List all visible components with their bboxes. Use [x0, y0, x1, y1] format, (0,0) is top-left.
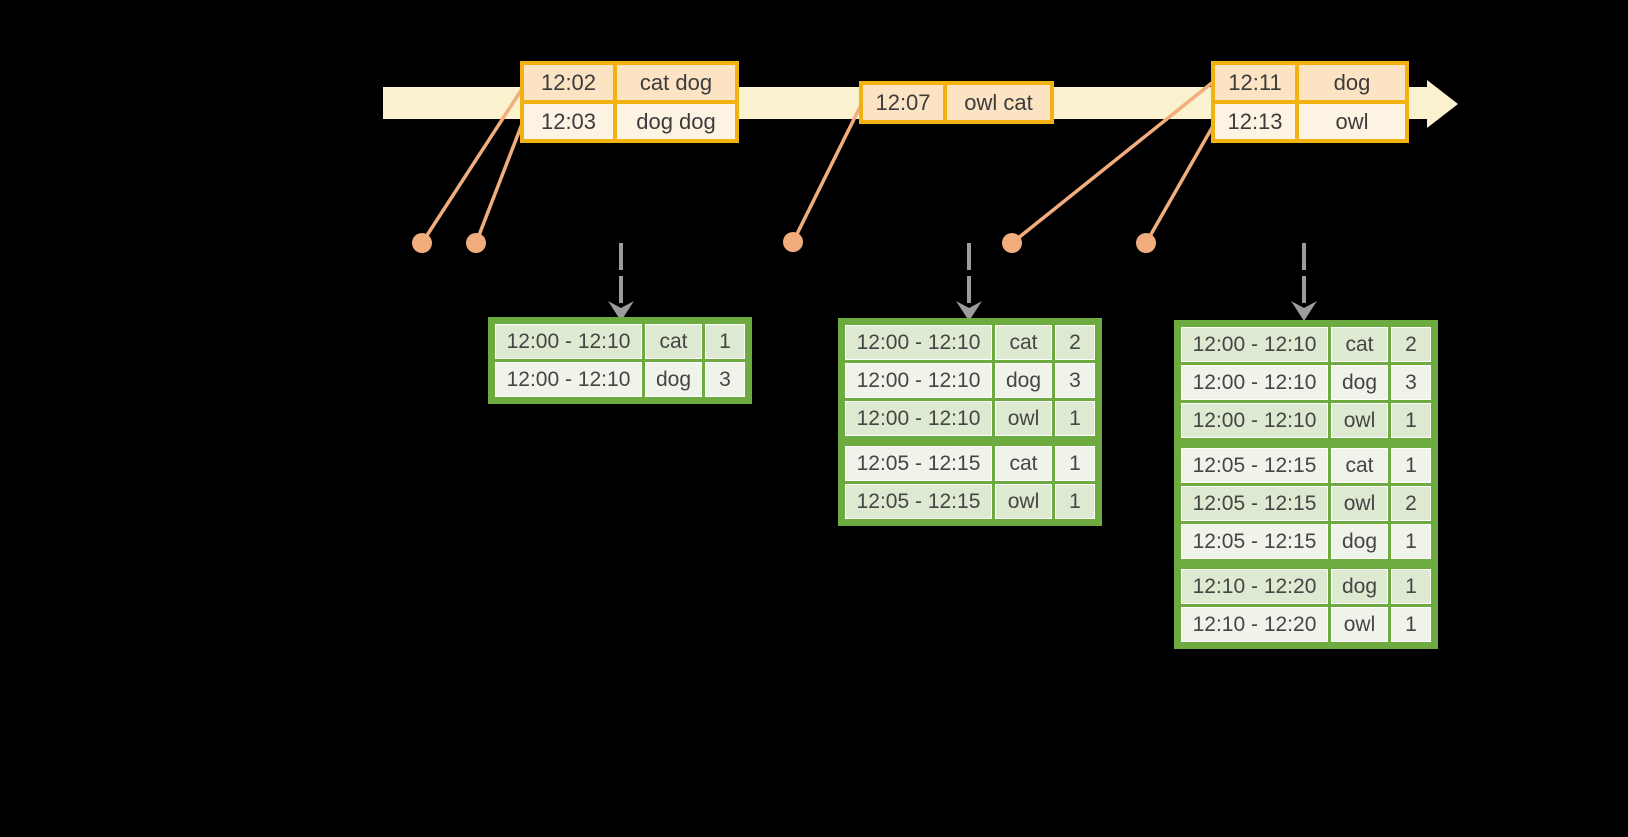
window-cell: 12:10 - 12:20	[1181, 607, 1328, 642]
window-cell: 12:00 - 12:10	[1181, 365, 1328, 400]
event-words-cell: owl cat	[943, 81, 1054, 124]
count-cell: 1	[705, 324, 745, 359]
count-cell: 1	[1391, 448, 1431, 483]
event-time-cell: 12:13	[1211, 100, 1299, 143]
word-cell: dog	[645, 362, 702, 397]
count-cell: 1	[1055, 446, 1095, 481]
window-cell: 12:00 - 12:10	[845, 401, 992, 436]
word-cell: dog	[1331, 365, 1388, 400]
event-time-cell: 12:07	[859, 81, 947, 124]
count-cell: 3	[705, 362, 745, 397]
word-cell: cat	[1331, 327, 1388, 362]
event-words-cell: cat dog	[613, 61, 739, 104]
count-cell: 1	[1391, 524, 1431, 559]
count-cell: 2	[1391, 486, 1431, 521]
window-cell: 12:05 - 12:15	[845, 484, 992, 519]
word-cell: dog	[1331, 524, 1388, 559]
word-cell: dog	[995, 363, 1052, 398]
count-cell: 3	[1055, 363, 1095, 398]
window-cell: 12:10 - 12:20	[1181, 569, 1328, 604]
window-cell: 12:00 - 12:10	[495, 324, 642, 359]
connector-line	[474, 123, 524, 244]
event-words-cell: owl	[1295, 100, 1409, 143]
word-cell: cat	[645, 324, 702, 359]
count-cell: 3	[1391, 365, 1431, 400]
trigger-arrows	[619, 243, 1306, 303]
event-dot	[1136, 233, 1156, 253]
event-words-cell: dog	[1295, 61, 1409, 104]
event-time-cell: 12:03	[520, 100, 617, 143]
connector-line	[791, 104, 863, 243]
word-cell: dog	[1331, 569, 1388, 604]
count-cell: 2	[1055, 325, 1095, 360]
word-cell: owl	[1331, 486, 1388, 521]
count-cell: 1	[1055, 401, 1095, 436]
window-cell: 12:00 - 12:10	[1181, 327, 1328, 362]
window-cell: 12:05 - 12:15	[1181, 448, 1328, 483]
window-cell: 12:00 - 12:10	[845, 325, 992, 360]
word-cell: cat	[995, 325, 1052, 360]
count-cell: 1	[1391, 403, 1431, 438]
event-dot	[466, 233, 486, 253]
count-cell: 1	[1391, 607, 1431, 642]
count-cell: 1	[1055, 484, 1095, 519]
connector-line	[1144, 125, 1215, 244]
event-dot	[1002, 233, 1022, 253]
event-dot	[783, 232, 803, 252]
word-cell: owl	[995, 484, 1052, 519]
word-cell: owl	[1331, 607, 1388, 642]
down-arrow-icon	[1291, 301, 1317, 321]
event-time-cell: 12:11	[1211, 61, 1299, 104]
window-cell: 12:05 - 12:15	[1181, 524, 1328, 559]
word-cell: cat	[1331, 448, 1388, 483]
event-time-cell: 12:02	[520, 61, 617, 104]
word-cell: cat	[995, 446, 1052, 481]
window-cell: 12:00 - 12:10	[495, 362, 642, 397]
timeline-arrow-icon	[1427, 80, 1458, 128]
window-cell: 12:05 - 12:15	[845, 446, 992, 481]
count-cell: 1	[1391, 569, 1431, 604]
event-dot	[412, 233, 432, 253]
count-cell: 2	[1391, 327, 1431, 362]
window-cell: 12:00 - 12:10	[845, 363, 992, 398]
window-cell: 12:05 - 12:15	[1181, 486, 1328, 521]
window-cell: 12:00 - 12:10	[1181, 403, 1328, 438]
event-words-cell: dog dog	[613, 100, 739, 143]
event-dots	[412, 232, 1156, 253]
word-cell: owl	[1331, 403, 1388, 438]
word-cell: owl	[995, 401, 1052, 436]
